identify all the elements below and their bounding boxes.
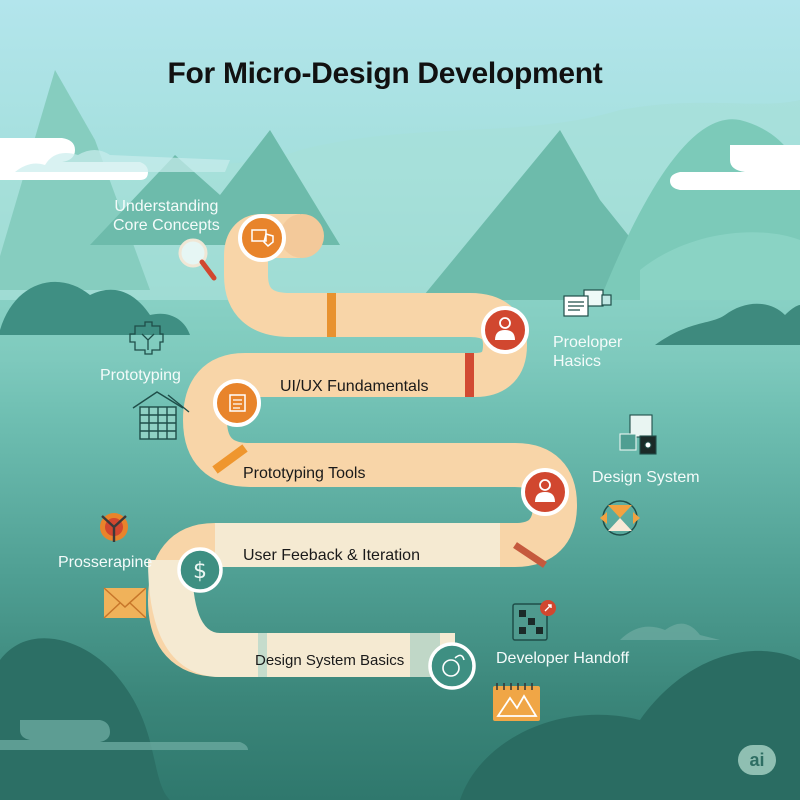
label-understanding: Understanding Core Concepts xyxy=(113,197,220,235)
marker-proeloper xyxy=(481,306,529,354)
label-understanding-line2: Core Concepts xyxy=(113,217,220,234)
envelope-icon xyxy=(103,587,147,619)
stage-design-system-basics: Design System Basics xyxy=(255,652,405,669)
label-proserapine: Prosserapine xyxy=(58,554,153,571)
page-title: For Micro-Design Development xyxy=(167,57,603,90)
marker-design-basics xyxy=(428,642,476,690)
network-icon xyxy=(129,321,164,355)
stage-uiux-fundamentals: UI/UX Fundamentals xyxy=(280,378,429,395)
label-proeloper-line1: Proeloper xyxy=(553,334,623,351)
marker-prototyping-tools xyxy=(521,468,569,516)
house-grid-icon xyxy=(132,391,190,440)
stage-user-feedback: User Feeback & Iteration xyxy=(243,547,420,564)
magnifier-icon xyxy=(178,238,217,281)
marker-uiux xyxy=(213,379,261,427)
marker-understanding xyxy=(238,214,286,262)
grid-badge-icon xyxy=(512,600,556,641)
fan-icon xyxy=(100,513,128,542)
label-proeloper: Proeloper Hasics xyxy=(553,333,622,371)
marker-feedback: $ xyxy=(177,547,223,593)
design-system-icons xyxy=(619,414,657,455)
stage-prototyping-tools: Prototyping Tools xyxy=(243,465,366,482)
label-understanding-line1: Understanding xyxy=(114,198,219,215)
svg-text:$: $ xyxy=(193,559,207,584)
calendar-mountains-icon xyxy=(493,683,540,721)
chat-documents-icon xyxy=(563,289,612,317)
hourglass-cycle-icon xyxy=(600,500,640,536)
label-design-system: Design System xyxy=(592,469,700,486)
label-proeloper-line2: Hasics xyxy=(553,353,602,370)
label-developer-handoff: Developer Handoff xyxy=(496,650,630,667)
ai-badge: ai xyxy=(738,745,776,775)
label-prototyping: Prototyping xyxy=(100,367,181,384)
